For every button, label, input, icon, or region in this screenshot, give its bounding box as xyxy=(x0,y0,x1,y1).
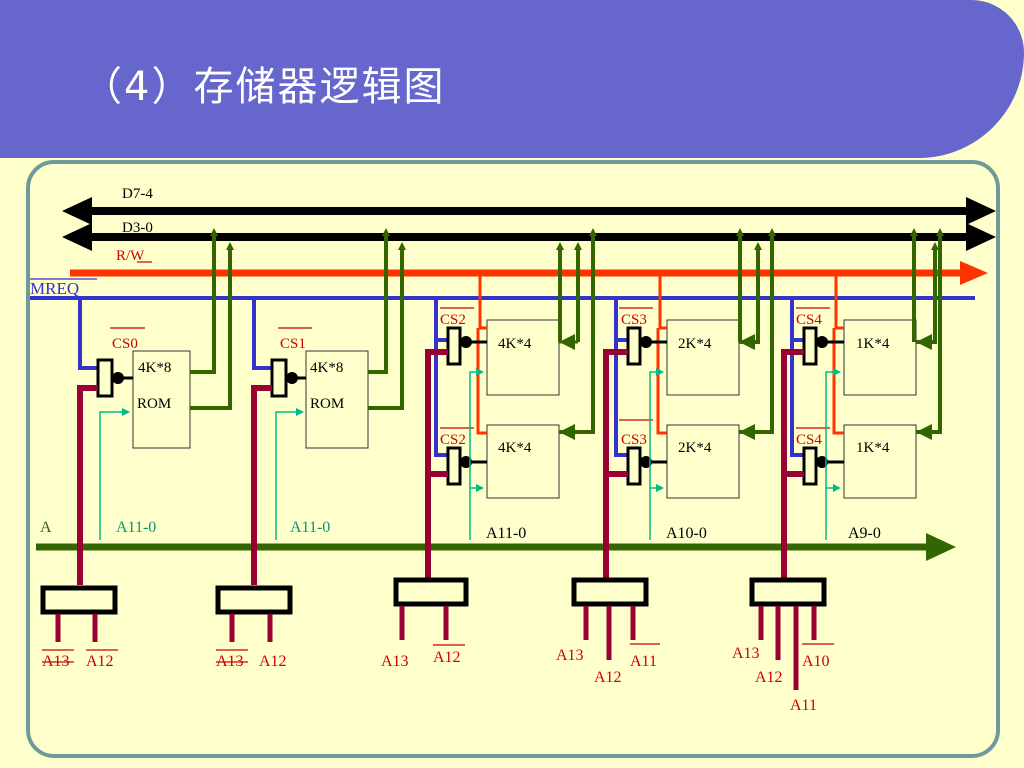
label-mreq: MREQ xyxy=(30,279,79,298)
rom1-cs-label: CS1 xyxy=(280,336,306,352)
ram4a-size: 1K*4 xyxy=(856,336,890,352)
rom0-cs-gate xyxy=(96,358,114,398)
ram4-group: 1K*4 1K*4 CS4 CS4 A9-0 A13 A12 A10 A11 xyxy=(732,228,944,714)
decoder-0 xyxy=(40,585,118,615)
ram2b-size: 4K*4 xyxy=(498,440,532,456)
label-rw: R/W xyxy=(116,248,145,264)
decoder0-in-b: A12 xyxy=(86,653,114,670)
cs2-label-bottom: CS2 xyxy=(440,432,466,448)
decoder4-in-b: A12 xyxy=(755,669,783,686)
rom0-group: 4K*8 ROM CS0 A11-0 A13 A12 xyxy=(40,228,234,670)
cs4-gate-top xyxy=(802,326,818,366)
decoder3-in-c: A11 xyxy=(630,653,657,670)
ram2-addr-label: A11-0 xyxy=(486,525,526,542)
rom1-data-high xyxy=(368,228,390,374)
cs4-gate-bottom xyxy=(802,446,818,486)
ram3b-chip xyxy=(666,424,740,499)
ram3b-size: 2K*4 xyxy=(678,440,712,456)
label-address: A xyxy=(40,519,52,536)
ram2b-chip xyxy=(486,424,560,499)
decoder1-in-b: A12 xyxy=(259,653,287,670)
ram4a-chip xyxy=(843,319,917,396)
ram3a-size: 2K*4 xyxy=(678,336,712,352)
label-d7-4: D7-4 xyxy=(122,186,153,202)
rom1-size: 4K*8 xyxy=(310,360,343,376)
rom1-cs-gate xyxy=(270,358,288,398)
decoder4-in-a: A13 xyxy=(732,645,760,662)
rom1-group: 4K*8 ROM CS1 A11-0 A13 A12 xyxy=(215,228,406,670)
decoder-1 xyxy=(215,585,293,615)
data-bus-low xyxy=(62,223,996,251)
ram2a-chip xyxy=(486,319,560,396)
rom1-type: ROM xyxy=(310,396,344,412)
cs3-label-bottom: CS3 xyxy=(621,432,647,448)
decoder-3 xyxy=(571,577,649,607)
rom1-chip xyxy=(305,350,369,449)
rom0-data-low xyxy=(190,242,234,410)
ram3a-chip xyxy=(666,319,740,396)
cs2-gate-bottom xyxy=(446,446,462,486)
cs3-label-top: CS3 xyxy=(621,312,647,328)
page-title: （4）存储器逻辑图 xyxy=(82,64,446,110)
cs4-label-top: CS4 xyxy=(796,312,822,328)
rom0-size: 4K*8 xyxy=(138,360,171,376)
rom0-chip xyxy=(132,350,191,449)
ram4b-chip xyxy=(843,424,917,499)
rom0-data-high xyxy=(190,228,218,374)
decoder-2 xyxy=(393,577,469,607)
data-bus-high xyxy=(62,197,996,225)
ram4b-size: 1K*4 xyxy=(856,440,890,456)
ram2-group: 4K*4 4K*4 CS2 CS2 A11-0 xyxy=(381,228,597,670)
decoder4-in-d: A11 xyxy=(790,697,817,714)
cs4-label-bottom: CS4 xyxy=(796,432,822,448)
decoder-4 xyxy=(749,577,827,607)
cs3-gate-top xyxy=(626,326,642,366)
rom0-type: ROM xyxy=(137,396,171,412)
ram3-addr-label: A10-0 xyxy=(666,525,707,542)
decoder3-in-b: A12 xyxy=(594,669,622,686)
rw-arrowhead xyxy=(960,261,988,285)
decoder4-in-c: A10 xyxy=(802,653,830,670)
cs2-gate-top xyxy=(446,326,462,366)
rom1-data-low xyxy=(368,242,406,410)
cs2-label-top: CS2 xyxy=(440,312,466,328)
ram3-group: 2K*4 2K*4 CS3 CS3 A10-0 A13 A12 A11 xyxy=(556,228,776,686)
rom1-addr-label: A11-0 xyxy=(290,519,330,536)
cs3-gate-bottom xyxy=(626,446,642,486)
ram4-addr-label: A9-0 xyxy=(848,525,881,542)
decoder3-in-a: A13 xyxy=(556,647,584,664)
label-d3-0: D3-0 xyxy=(122,220,153,236)
header-banner: （4）存储器逻辑图 xyxy=(0,0,1024,158)
decoder2-in-b: A12 xyxy=(433,649,461,666)
decoder2-in-a: A13 xyxy=(381,653,409,670)
ram2a-size: 4K*4 xyxy=(498,336,532,352)
rom0-addr-label: A11-0 xyxy=(116,519,156,536)
address-bus-arrowhead xyxy=(926,533,956,561)
rom0-cs-label: CS0 xyxy=(112,336,138,352)
